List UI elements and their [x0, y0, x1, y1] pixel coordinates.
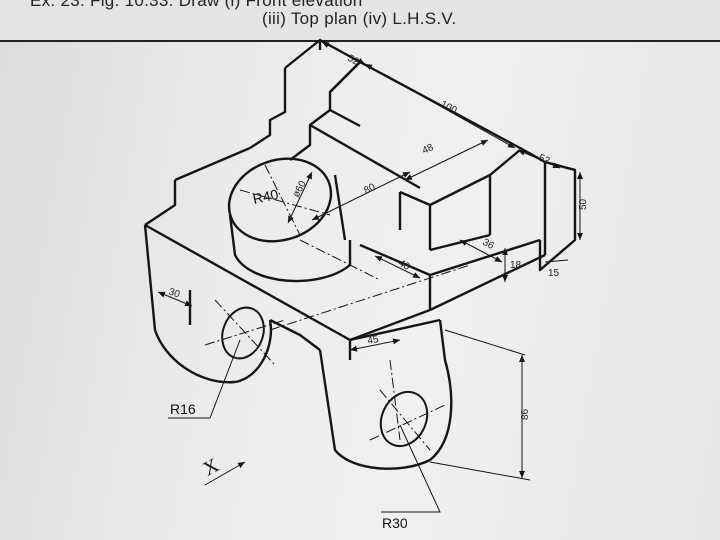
object-outline	[143, 38, 577, 470]
header-band: Ex. 23. Fig. 10.33. Draw (i) Front eleva…	[0, 0, 720, 42]
dim-52-top: 52	[346, 53, 361, 68]
holes	[221, 306, 429, 448]
exercise-title: Ex. 23. Fig. 10.33. Draw (i) Front eleva…	[30, 0, 363, 10]
dim-30: 30	[167, 286, 182, 300]
views-caption: (iii) Top plan (iv) L.H.S.V.	[262, 9, 457, 28]
dim-15: 15	[548, 268, 560, 279]
dim-80: 80	[362, 182, 377, 197]
dim-50: 50	[578, 198, 589, 210]
dim-86: 86	[520, 408, 531, 420]
dim-r40: R40	[251, 186, 280, 207]
dim-52-right: 52	[537, 153, 552, 168]
radius-r30-label: R30	[382, 515, 408, 531]
dim-48: 48	[421, 142, 436, 157]
dim-60: ø60	[291, 179, 309, 200]
radius-r16-label: R16	[170, 401, 196, 417]
dimension-lines	[157, 41, 583, 513]
annotations: R16 R30 X	[170, 401, 408, 531]
dim-40: 40	[397, 258, 412, 273]
dim-36: 36	[481, 237, 496, 252]
dim-45: 45	[367, 334, 380, 347]
dim-18: 18	[510, 260, 522, 271]
